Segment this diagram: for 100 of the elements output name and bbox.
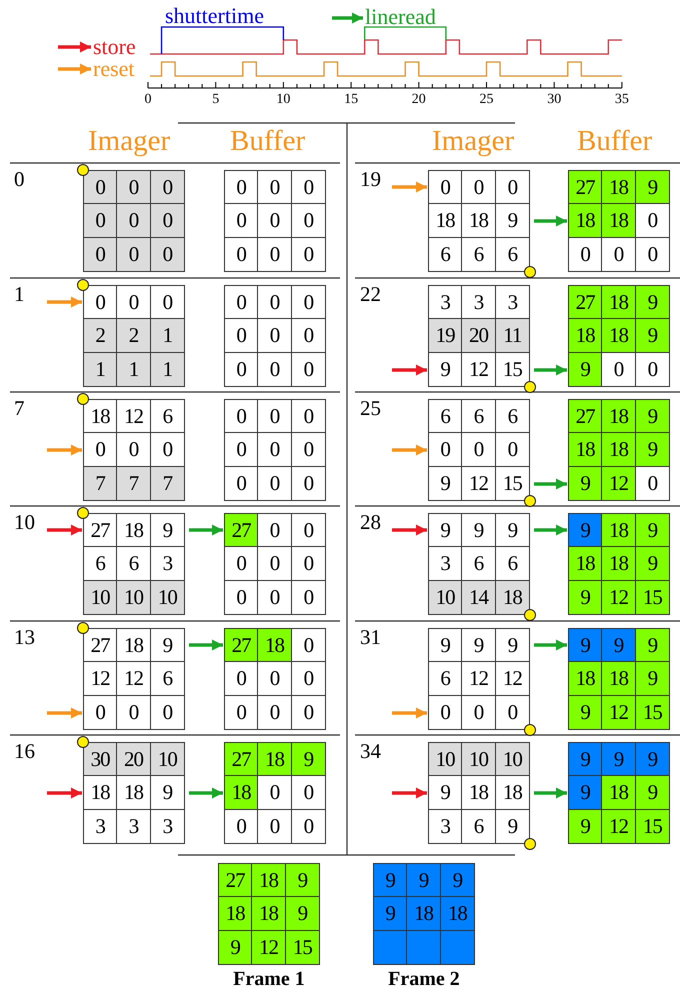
arrow: [392, 182, 427, 192]
pixel-grid: [568, 742, 670, 844]
grid-cell: 10: [462, 743, 496, 776]
grid-cell: 0: [292, 514, 325, 548]
grid-cell: 15: [636, 696, 669, 729]
grid-cell: 27: [225, 514, 258, 548]
grid-cell: 18: [258, 629, 292, 662]
grid-cell: 27: [569, 286, 602, 320]
grid-cell: 10: [150, 743, 184, 776]
arrow: [534, 478, 567, 490]
grid-cell: 18: [602, 204, 636, 238]
grid-cell: 18: [602, 547, 636, 581]
grid-cell: 0: [292, 662, 325, 696]
grid-cell: 0: [258, 696, 292, 729]
arrow: [47, 296, 82, 308]
grid-cell: 0: [258, 580, 292, 614]
grid-cell: 0: [292, 696, 325, 729]
grid-cell: 0: [117, 696, 151, 729]
pixel-grid: [568, 170, 670, 272]
grid-cell: 0: [258, 514, 292, 548]
arrow: [392, 788, 427, 798]
grid-cell: 0: [292, 319, 325, 353]
legend-label: store: [93, 36, 136, 58]
grid-cell: 0: [258, 238, 292, 271]
column-header: Imager: [88, 127, 170, 156]
time-step-label: 34: [360, 741, 381, 762]
grid-cell: 12: [84, 662, 118, 696]
grid-cell: 3: [429, 286, 462, 320]
grid-cell: 9: [636, 433, 669, 467]
grid-cell: 0: [117, 286, 151, 320]
time-step-label: 13: [14, 627, 35, 648]
grid-cell: 0: [496, 696, 529, 729]
grid-cell: 0: [225, 171, 258, 204]
grid-cell: 0: [225, 466, 258, 500]
grid-cell: 0: [636, 466, 669, 500]
grid-cell: 12: [602, 810, 636, 843]
grid-cell: 0: [636, 204, 669, 238]
pixel-grid: [224, 285, 326, 387]
grid-cell: 7: [150, 466, 184, 500]
pixel-grid: [224, 399, 326, 501]
grid-cell: 0: [225, 352, 258, 386]
grid-cell: 27: [569, 400, 602, 434]
legend-label: reset: [93, 58, 135, 80]
grid-cell: 9: [569, 466, 602, 500]
grid-cell: 3: [150, 547, 184, 581]
grid-cell: 9: [569, 810, 602, 843]
axis-tick-label: 25: [480, 93, 494, 107]
grid-cell: 9: [429, 776, 462, 810]
grid-cell: 0: [292, 433, 325, 467]
grid-cell: 0: [225, 286, 258, 320]
legend-label: lineread: [365, 6, 436, 28]
column-header: Buffer: [230, 127, 306, 156]
grid-cell: 0: [225, 696, 258, 729]
grid-cell: 0: [258, 319, 292, 353]
grid-cell: 0: [225, 238, 258, 271]
grid-cell: 9: [636, 319, 669, 353]
pixel-grid: [224, 742, 326, 844]
grid-cell: 0: [258, 662, 292, 696]
grid-cell: 15: [636, 810, 669, 843]
grid-cell: 12: [602, 466, 636, 500]
grid-cell: 6: [84, 547, 118, 581]
grid-cell: 18: [602, 400, 636, 434]
grid-cell: 0: [150, 204, 184, 238]
grid-cell: 3: [117, 810, 151, 843]
grid-cell: 0: [84, 433, 118, 467]
time-step-label: 0: [14, 169, 24, 190]
grid-cell: 18: [117, 776, 151, 810]
grid-cell: 9: [569, 514, 602, 548]
grid-cell: 18: [569, 547, 602, 581]
grid-cell: 18: [569, 662, 602, 696]
grid-cell: 9: [569, 776, 602, 810]
grid-cell: 0: [150, 696, 184, 729]
grid-cell: 27: [569, 171, 602, 204]
grid-cell: 6: [429, 662, 462, 696]
grid-cell: 0: [225, 433, 258, 467]
grid-cell: 12: [602, 580, 636, 614]
grid-cell: 9: [636, 400, 669, 434]
grid-cell: 0: [496, 433, 529, 467]
grid-cell: 3: [462, 286, 496, 320]
grid-cell: 0: [292, 629, 325, 662]
pixel-grid: [428, 170, 530, 272]
grid-cell: 6: [462, 810, 496, 843]
grid-cell: 9: [636, 629, 669, 662]
pixel-grid: [373, 863, 475, 965]
grid-cell: 6: [462, 238, 496, 271]
pixel-grid: [428, 285, 530, 387]
column-header: Buffer: [577, 127, 652, 156]
grid-cell: 0: [462, 171, 496, 204]
axis-tick-label: 0: [144, 93, 152, 107]
grid-cell: 18: [258, 743, 292, 776]
grid-cell: 9: [636, 776, 669, 810]
grid-cell: 0: [225, 400, 258, 434]
grid-cell: 9: [636, 743, 669, 776]
grid-cell: 2: [84, 319, 118, 353]
pixel-grid: [83, 513, 185, 615]
grid-cell: 9: [569, 352, 602, 386]
arrow: [47, 524, 82, 536]
grid-cell: 0: [602, 352, 636, 386]
axis-tick-label: 5: [212, 93, 220, 107]
grid-cell: 0: [117, 238, 151, 271]
